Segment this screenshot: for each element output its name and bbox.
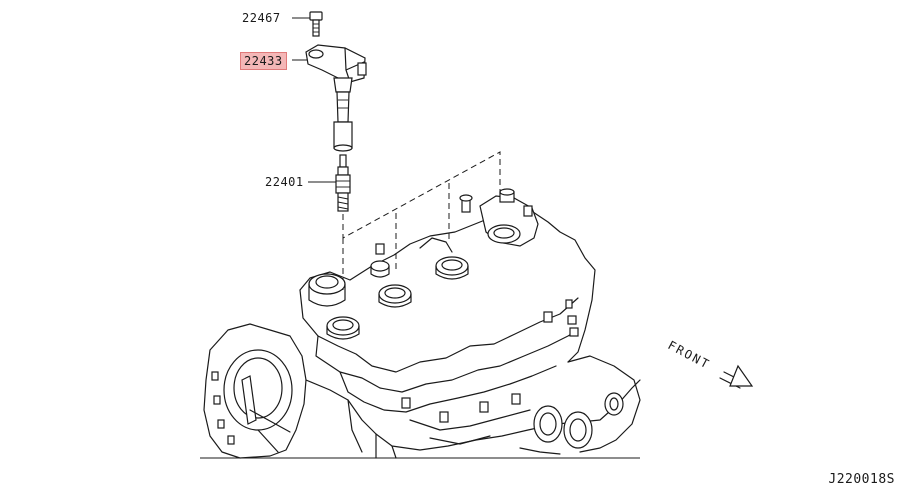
ignition-coil-part (292, 44, 367, 152)
spark-plug-part (308, 154, 351, 212)
engine-block-illustration (200, 188, 641, 459)
illustration-reference-code: J220018S (828, 472, 895, 487)
bolt-part-number: 22467 (242, 11, 281, 25)
ignition-coil-part-number: 22433 (240, 52, 287, 70)
spark-plug-part-number: 22401 (265, 175, 304, 189)
bolt-part (292, 11, 323, 37)
front-direction-arrow-icon (719, 364, 754, 389)
